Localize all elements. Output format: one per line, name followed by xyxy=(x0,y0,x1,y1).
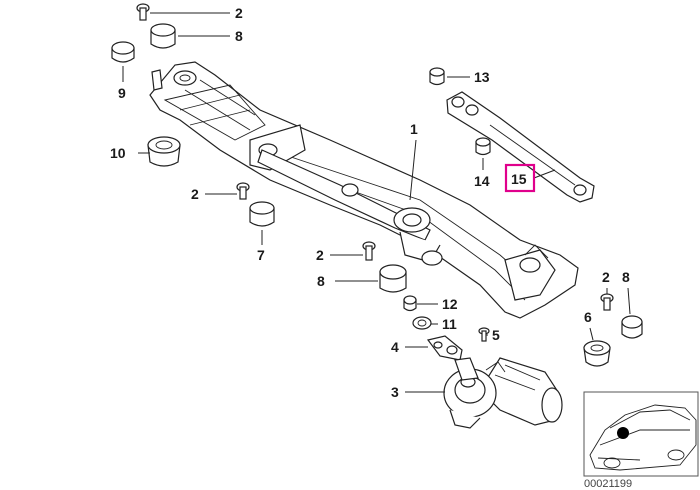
vehicle-locator-inset xyxy=(583,391,699,477)
screw-top xyxy=(136,3,150,21)
screw-5 xyxy=(478,327,490,342)
connecting-rod xyxy=(446,91,595,203)
wiper-motor xyxy=(443,357,563,429)
position-marker-dot xyxy=(617,427,629,439)
callout-6: 6 xyxy=(584,309,592,325)
wiper-linkage-frame xyxy=(149,61,579,319)
washer-11 xyxy=(412,316,432,330)
callout-4: 4 xyxy=(391,339,399,355)
callout-7: 7 xyxy=(257,247,265,263)
cap-14 xyxy=(475,137,491,156)
grommet-center xyxy=(379,264,407,293)
screw-right xyxy=(600,293,614,311)
callout-3: 3 xyxy=(391,384,399,400)
callout-11: 11 xyxy=(442,316,457,332)
callout-15-highlight xyxy=(504,163,536,193)
screw-center xyxy=(362,241,376,261)
callout-8-center: 8 xyxy=(317,273,325,289)
callout-2-left: 2 xyxy=(191,186,199,202)
bushing-6 xyxy=(583,340,611,367)
grommet-right xyxy=(621,315,643,339)
screw-mid-left xyxy=(236,182,250,200)
bushing-10 xyxy=(147,136,181,167)
callout-2-center: 2 xyxy=(316,247,324,263)
callout-2-top: 2 xyxy=(235,5,243,21)
grommet-top xyxy=(150,23,176,49)
diagram-reference-id: 00021199 xyxy=(584,478,632,490)
callout-8-top: 8 xyxy=(235,28,243,44)
callout-14: 14 xyxy=(474,173,490,189)
callout-5: 5 xyxy=(492,327,500,343)
callout-9: 9 xyxy=(118,85,126,101)
leader-lines xyxy=(122,12,631,393)
callout-2-right: 2 xyxy=(602,269,610,285)
bracket-4 xyxy=(426,335,463,361)
cap-12 xyxy=(403,295,417,312)
callout-15[interactable]: 15 xyxy=(511,171,527,187)
callout-12: 12 xyxy=(442,296,458,312)
callout-8-right: 8 xyxy=(622,269,630,285)
callout-13: 13 xyxy=(474,69,490,85)
callout-10: 10 xyxy=(110,145,126,161)
callout-labels: 1 2 2 2 2 3 4 5 6 7 8 8 8 9 10 11 12 13 … xyxy=(110,5,630,400)
cap-13 xyxy=(429,67,445,86)
car-outline-icon xyxy=(589,404,697,471)
grommet-7 xyxy=(249,201,275,227)
bushing-9 xyxy=(111,41,135,63)
callout-1: 1 xyxy=(410,121,418,137)
